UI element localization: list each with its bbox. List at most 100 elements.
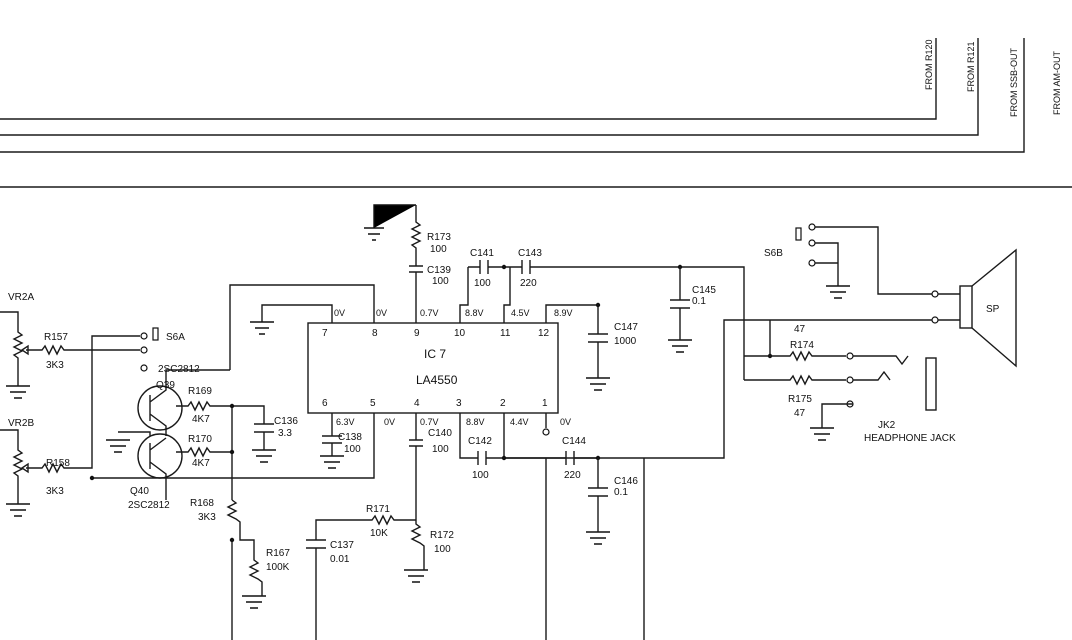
vr2a-label: VR2A: [8, 292, 34, 303]
output-section: SP 47 R174 R175 47 S6B JK2 HEADPHONE JAC…: [744, 223, 1017, 444]
volt-pin3: 8.8V: [466, 417, 485, 427]
c144-value: 220: [564, 470, 581, 481]
ic7-top-pins: 7 8 9 10 11 12: [322, 328, 550, 339]
ic7-name: IC 7: [424, 347, 446, 361]
c137-value: 0.01: [330, 554, 350, 565]
q39-symbol: [137, 385, 183, 431]
pin-11: 11: [500, 328, 511, 339]
volt-pin6: 6.3V: [336, 417, 355, 427]
r168-value: 3K3: [198, 512, 216, 523]
r173-c139: R173 100 C139 100: [409, 205, 451, 290]
jk2-desc: HEADPHONE JACK: [864, 433, 956, 444]
r158-label: R158: [46, 458, 70, 469]
r158-value: 3K3: [46, 486, 64, 497]
c141-c143: C141 100 C143 220: [468, 248, 745, 380]
volt-pin9: 0.7V: [420, 308, 439, 318]
c138-label: C138: [338, 432, 362, 443]
vr2b-label: VR2B: [8, 418, 34, 429]
c146-value: 0.1: [614, 487, 628, 498]
ic7: IC 7 LA4550 7 8 9 10 11 12 6 5 4 3 2 1 0…: [92, 267, 598, 479]
c142-c144: C142 100 C144 220 C146 0.1: [468, 319, 770, 640]
r157-label: R157: [44, 332, 68, 343]
r173-label: R173: [427, 232, 451, 243]
volt-pin4: 0.7V: [420, 417, 439, 427]
c147: C147 1000: [588, 302, 638, 378]
ic7-top-voltages: 0V 0V 0.7V 8.8V 4.5V 8.9V: [334, 308, 573, 318]
volt-pin12: 8.9V: [554, 308, 573, 318]
q40-label: Q40: [130, 486, 149, 497]
bus-labels: FROM R120 FROM R121 FROM SSB-OUT FROM AM…: [924, 39, 1062, 117]
c142-value: 100: [472, 470, 489, 481]
c147-label: C147: [614, 322, 638, 333]
r174-value: 47: [794, 324, 806, 335]
c138-value: 100: [344, 444, 361, 455]
pin-10: 10: [454, 328, 466, 339]
r171-label: R171: [366, 504, 390, 515]
ic7-part: LA4550: [416, 373, 458, 387]
s6a-label: S6A: [166, 332, 185, 343]
pin-2: 2: [500, 398, 506, 409]
pin-5: 5: [370, 398, 376, 409]
c144-label: C144: [562, 436, 586, 447]
c140-r172-r171: C140 100 R171 10K R172 100 C137 0.01: [306, 428, 454, 640]
c137-label: C137: [330, 540, 354, 551]
r171-value: 10K: [370, 528, 388, 539]
r167-label: R167: [266, 548, 290, 559]
volume-section: VR2A VR2B R157 3K3 R158 3K3 S6A: [0, 292, 185, 504]
pin-3: 3: [456, 398, 462, 409]
c147-value: 1000: [614, 336, 637, 347]
bus-label-ssb: FROM SSB-OUT: [1009, 47, 1019, 117]
speaker-body: [959, 285, 973, 329]
c145-label: C145: [692, 285, 716, 296]
volt-pin8: 0V: [376, 308, 387, 318]
pin-12: 12: [538, 328, 550, 339]
c141-value: 100: [474, 278, 491, 289]
transistors: 2SC2812 Q39 R169 4K7 R170 4K7 Q40 2SC281…: [118, 364, 298, 640]
pin-6: 6: [322, 398, 328, 409]
r170-label: R170: [188, 434, 212, 445]
r175-value: 47: [794, 408, 806, 419]
r174-label: R174: [790, 340, 814, 351]
speaker-cone: [971, 248, 1017, 368]
speaker-label: SP: [986, 304, 1000, 315]
q40-symbol: [137, 433, 183, 479]
pin-1: 1: [542, 398, 548, 409]
bus-lines: [0, 38, 1072, 188]
r172-label: R172: [430, 530, 454, 541]
c142-label: C142: [468, 436, 492, 447]
c143-label: C143: [518, 248, 542, 259]
bus-label-am: FROM AM-OUT: [1052, 51, 1062, 115]
r169-label: R169: [188, 386, 212, 397]
c139-label: C139: [427, 265, 451, 276]
c138: C138 100: [322, 428, 362, 456]
q39-part: 2SC2812: [158, 364, 200, 375]
r172-value: 100: [434, 544, 451, 555]
q40-part: 2SC2812: [128, 500, 170, 511]
jack-body: [925, 357, 937, 411]
pin-8: 8: [372, 328, 378, 339]
volt-pin2: 4.4V: [510, 417, 529, 427]
pin-7: 7: [322, 328, 328, 339]
volt-pin10: 8.8V: [465, 308, 484, 318]
bus-label-r121: FROM R121: [966, 41, 976, 92]
r168-label: R168: [190, 498, 214, 509]
c140-label: C140: [428, 428, 452, 439]
ic7-bottom-voltages: 6.3V 0V 0.7V 8.8V 4.4V 0V: [336, 417, 571, 427]
bus-label-r120: FROM R120: [924, 39, 934, 90]
c141-label: C141: [470, 248, 494, 259]
c136-value: 3.3: [278, 428, 292, 439]
r167-value: 100K: [266, 562, 290, 573]
volt-pin11: 4.5V: [511, 308, 530, 318]
pin-9: 9: [414, 328, 420, 339]
r175-label: R175: [788, 394, 812, 405]
ic7-body: [307, 322, 559, 414]
volt-pin5: 0V: [384, 417, 395, 427]
c143-value: 220: [520, 278, 537, 289]
c140-value: 100: [432, 444, 449, 455]
c136-label: C136: [274, 416, 298, 427]
pin-4: 4: [414, 398, 420, 409]
q39-label: Q39: [156, 380, 175, 391]
c146-label: C146: [614, 476, 638, 487]
c145-value: 0.1: [692, 296, 706, 307]
